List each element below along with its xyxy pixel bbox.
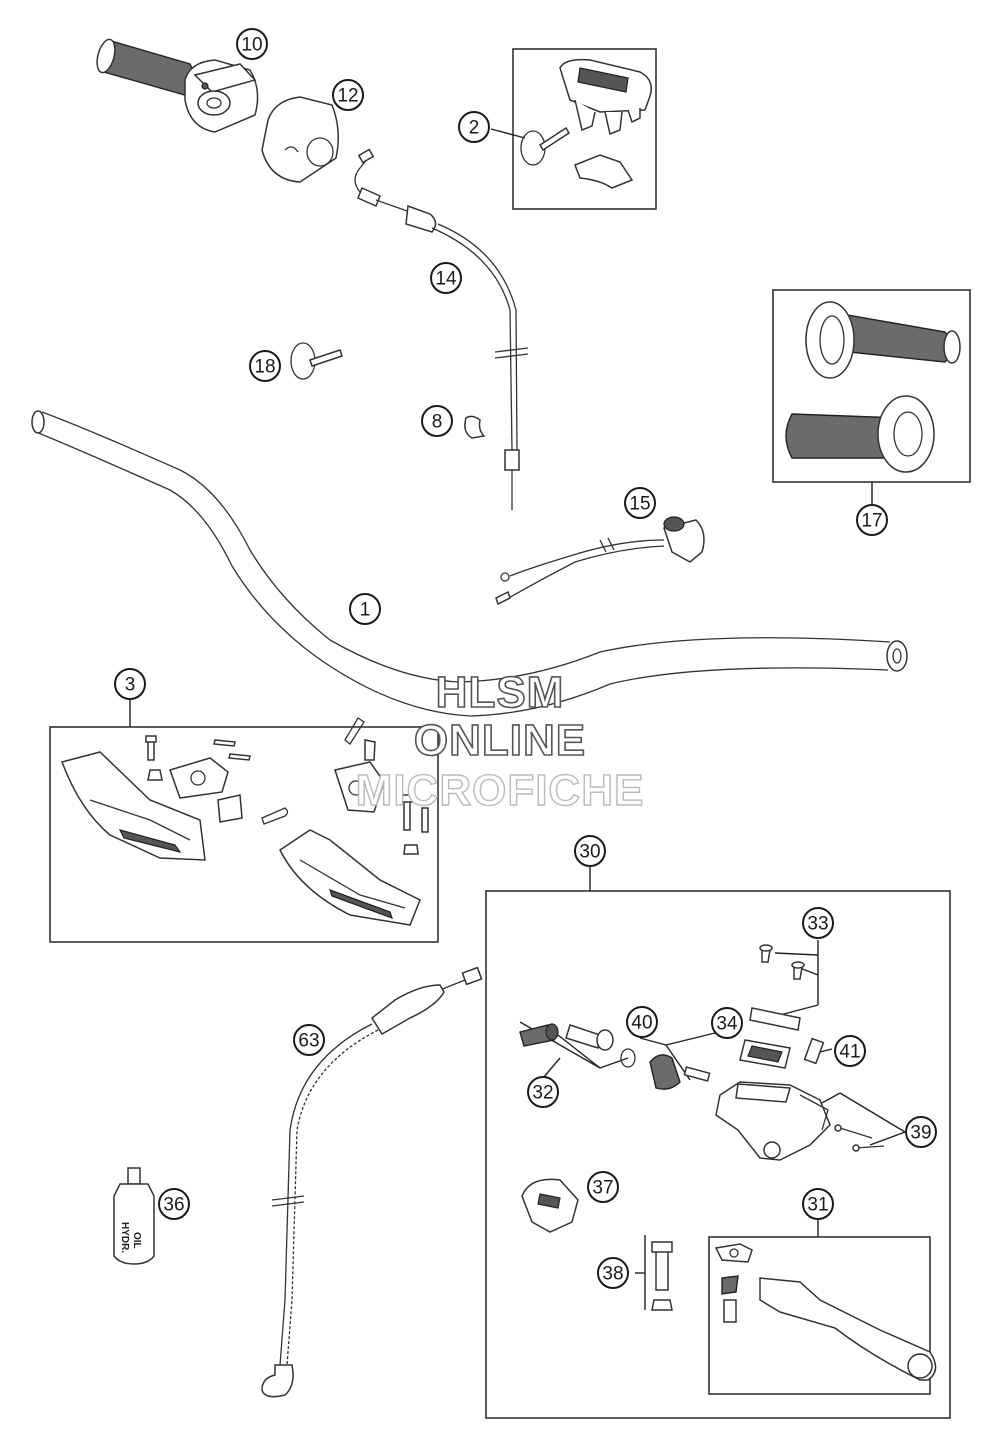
throttle-cover [261, 96, 339, 183]
callout-1: 1 [349, 593, 381, 625]
callout-number: 17 [861, 511, 882, 532]
callout-40: 40 [626, 1006, 658, 1038]
callout-33: 33 [802, 907, 834, 939]
callout-number: 18 [254, 357, 275, 378]
callout-17: 17 [856, 504, 888, 536]
box-part-31 [708, 1236, 931, 1395]
callout-number: 1 [360, 600, 371, 621]
callout-number: 32 [532, 1083, 553, 1104]
callout-number: 34 [716, 1014, 738, 1035]
callout-number: 2 [469, 118, 480, 139]
callout-32: 32 [527, 1076, 559, 1108]
box-part-30 [485, 890, 951, 1419]
handlebar [31, 410, 908, 717]
callout-number: 41 [839, 1042, 860, 1063]
callout-18: 18 [249, 350, 281, 382]
brake-master-cylinder-parts [519, 944, 937, 1381]
callout-number: 15 [629, 494, 650, 515]
callout-37: 37 [587, 1171, 619, 1203]
callout-number: 63 [298, 1031, 319, 1052]
callout-number: 33 [807, 914, 828, 935]
callout-63: 63 [293, 1024, 325, 1056]
callout-number: 14 [435, 269, 457, 290]
callout-14: 14 [430, 262, 462, 294]
box-part-2 [512, 48, 657, 210]
callout-number: 36 [163, 1195, 184, 1216]
leader-lines [129, 128, 906, 1310]
watermark-line3: MICROFICHE [355, 765, 645, 815]
oil-label-line2: OIL [131, 1232, 142, 1249]
callout-36: 36 [158, 1188, 190, 1220]
callout-number: 3 [125, 675, 136, 696]
start-button [495, 516, 705, 606]
callout-38: 38 [597, 1257, 629, 1289]
callout-39: 39 [905, 1116, 937, 1148]
callout-number: 8 [432, 412, 443, 433]
handguards [61, 717, 429, 926]
brake-hose [261, 966, 483, 1398]
callout-number: 39 [910, 1123, 931, 1144]
callout-number: 38 [602, 1264, 623, 1285]
watermark-line1: HLSM [435, 667, 565, 718]
callout-number: 31 [807, 1195, 828, 1216]
callout-number: 37 [592, 1178, 613, 1199]
callout-10: 10 [236, 28, 268, 60]
handlebar-grips [785, 301, 961, 473]
callout-2: 2 [458, 111, 490, 143]
callout-number: 30 [579, 842, 600, 863]
cable-tie [290, 342, 343, 380]
kill-switch [520, 58, 652, 189]
callout-number: 10 [241, 35, 262, 56]
throttle-cable [354, 148, 529, 510]
oil-label-line1: HYDR. [119, 1222, 130, 1253]
callout-number: 40 [631, 1013, 652, 1034]
callout-15: 15 [624, 487, 656, 519]
callout-12: 12 [332, 79, 364, 111]
callout-30: 30 [574, 835, 606, 867]
throttle-grip [96, 38, 259, 133]
callout-34: 34 [711, 1007, 743, 1039]
cable-clip [464, 415, 486, 439]
hydraulic-oil-bottle [113, 1167, 155, 1265]
watermark-line2: ONLINE [413, 715, 587, 766]
callout-41: 41 [834, 1035, 866, 1067]
callout-31: 31 [802, 1188, 834, 1220]
callout-3: 3 [114, 668, 146, 700]
callout-number: 12 [337, 86, 358, 107]
callout-8: 8 [421, 405, 453, 437]
box-part-3 [49, 726, 439, 943]
